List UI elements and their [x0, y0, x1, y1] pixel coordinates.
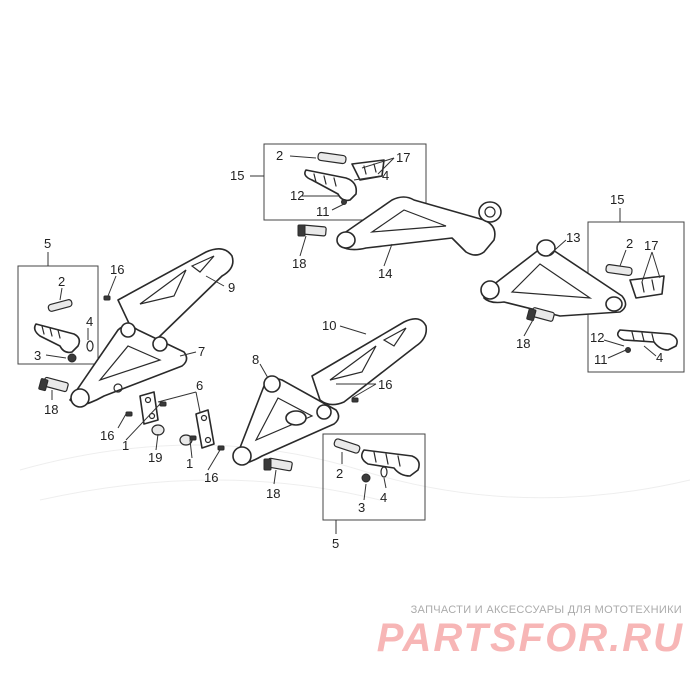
callout-12-top: 12	[290, 188, 304, 203]
callout-17-top: 17	[396, 150, 410, 165]
callout-12-right: 12	[590, 330, 604, 345]
bolt-18-left	[38, 376, 69, 393]
screw-16a	[103, 295, 111, 301]
callout-15-right: 15	[610, 192, 624, 207]
callout-5-bottom: 5	[332, 536, 339, 551]
mounting-plate-6b	[195, 409, 215, 449]
bottom-footpeg-assembly	[333, 438, 420, 483]
callout-2-top: 2	[276, 148, 283, 163]
callout-6: 6	[196, 378, 203, 393]
callout-18-right: 18	[516, 336, 530, 351]
callout-13: 13	[566, 230, 580, 245]
callout-18-left: 18	[44, 402, 58, 417]
callout-2-bottom: 2	[336, 466, 343, 481]
callout-16-b: 16	[100, 428, 114, 443]
screw-16c	[217, 445, 225, 451]
callout-4-top: 4	[382, 168, 389, 183]
callout-5-left: 5	[44, 236, 51, 251]
callout-14: 14	[378, 266, 392, 281]
callout-7: 7	[198, 344, 205, 359]
left-footpeg-assembly	[33, 299, 94, 363]
screw-1b	[189, 435, 197, 441]
callout-4-right: 4	[656, 350, 663, 365]
callout-8: 8	[252, 352, 259, 367]
callout-17-right: 17	[644, 238, 658, 253]
callout-16-c: 16	[204, 470, 218, 485]
callout-4-left: 4	[86, 314, 93, 329]
spacer-19a	[151, 424, 165, 436]
bolt-18-top	[297, 224, 327, 237]
callout-3-bottom: 3	[358, 500, 365, 515]
callout-labels: 5 2 4 3 18 16 9 7 6 16 1 19 1 16 15 2 17…	[34, 148, 663, 551]
callout-1-b: 1	[186, 456, 193, 471]
mounting-plate-6a	[139, 391, 159, 425]
right-rear-footpeg-assembly	[605, 264, 678, 353]
rear-footpeg-bracket-right	[480, 239, 627, 317]
heel-guard-center	[311, 318, 428, 406]
heel-guard-left	[117, 248, 234, 342]
callout-2-left: 2	[58, 274, 65, 289]
background-ghost-outline	[19, 444, 691, 501]
footpeg-bracket-left	[69, 322, 188, 408]
leader-lines	[45, 155, 661, 534]
watermark-caption: ЗАПЧАСТИ И АКСЕССУАРЫ ДЛЯ МОТОТЕХНИКИ	[410, 604, 682, 616]
callout-16-d: 16	[378, 377, 392, 392]
callout-18-bottom: 18	[266, 486, 280, 501]
bolt-18-right	[526, 307, 555, 322]
group-box-left-footpeg	[17, 265, 99, 365]
callout-2-right: 2	[626, 236, 633, 251]
screw-1a	[159, 401, 167, 407]
callout-15-top: 15	[230, 168, 244, 183]
callout-3-left: 3	[34, 348, 41, 363]
callout-10: 10	[322, 318, 336, 333]
bolt-18-bottom	[263, 457, 293, 472]
callout-4-bottom: 4	[380, 490, 387, 505]
callout-9: 9	[228, 280, 235, 295]
rear-footpeg-bracket-top	[336, 196, 502, 256]
callout-18-top: 18	[292, 256, 306, 271]
footpeg-bracket-center	[232, 375, 340, 466]
callout-1-a: 1	[122, 438, 129, 453]
callout-11-top: 11	[316, 204, 330, 219]
callout-11-right: 11	[594, 352, 608, 367]
screw-16b	[125, 411, 133, 417]
callout-19: 19	[148, 450, 162, 465]
callout-16-a: 16	[110, 262, 124, 277]
watermark-logo: PARTSFOR.RU	[376, 616, 684, 660]
group-box-top-rear-footpeg	[263, 143, 427, 221]
group-box-bottom-footpeg	[322, 433, 426, 521]
screw-16d	[351, 397, 359, 403]
top-rear-footpeg-assembly	[304, 151, 385, 205]
